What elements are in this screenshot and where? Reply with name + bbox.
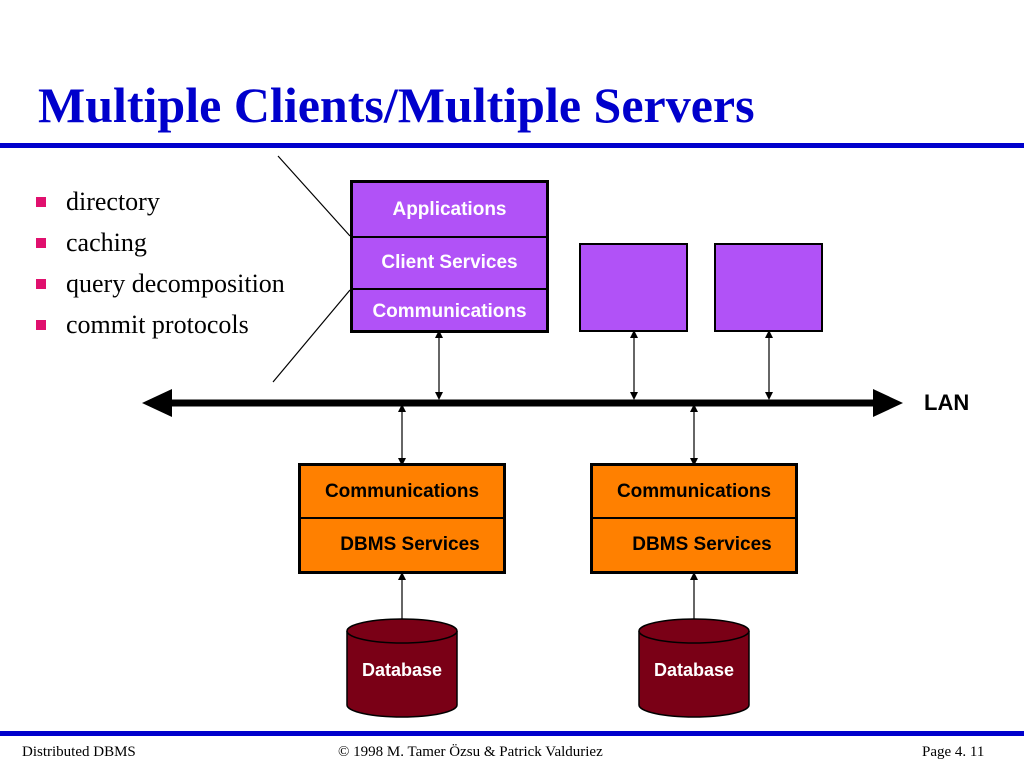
- server-stack: Communications DBMS Services: [590, 463, 798, 574]
- footer-page-number: Page 4. 11: [922, 744, 985, 760]
- footer-rule: [0, 731, 1024, 736]
- bullet-square-icon: [36, 279, 46, 289]
- lan-arrow-left-icon: [142, 389, 172, 417]
- title-rule: [0, 143, 1024, 148]
- dbms-services-layer: DBMS Services: [340, 534, 480, 555]
- additional-client-box: [579, 243, 688, 332]
- bullet-list: directory caching query decomposition co…: [36, 184, 285, 348]
- database-label: Database: [361, 660, 443, 680]
- bullet-square-icon: [36, 197, 46, 207]
- database-cylinder-icon: [346, 618, 458, 718]
- bullet-square-icon: [36, 320, 46, 330]
- bullet-item: caching: [36, 225, 285, 266]
- bullet-square-icon: [36, 238, 46, 248]
- client-communications-layer: Communications: [372, 300, 527, 322]
- server-stack: Communications DBMS Services: [298, 463, 506, 574]
- additional-client-box: [714, 243, 823, 332]
- server-communications-layer: Communications: [301, 466, 503, 519]
- callout-line-top: [277, 155, 351, 237]
- callout-line-bottom: [272, 289, 351, 383]
- dbms-services-layer: DBMS Services: [632, 534, 772, 555]
- bullet-item: query decomposition: [36, 266, 285, 307]
- lan-label: LAN: [924, 390, 970, 415]
- bullet-item: commit protocols: [36, 307, 285, 348]
- client-services-layer: Client Services: [353, 238, 546, 290]
- slide-title: Multiple Clients/Multiple Servers: [38, 77, 755, 133]
- lan-arrow-right-icon: [873, 389, 903, 417]
- client-stack: Applications Client Services Communicati…: [350, 180, 549, 333]
- database-label: Database: [653, 660, 735, 680]
- applications-layer: Applications: [353, 183, 546, 238]
- server-communications-layer: Communications: [593, 466, 795, 519]
- footer-copyright: © 1998 M. Tamer Özsu & Patrick Valduriez: [338, 744, 603, 760]
- footer-course: Distributed DBMS: [22, 744, 136, 760]
- database-cylinder-icon: [638, 618, 750, 718]
- bullet-item: directory: [36, 184, 285, 225]
